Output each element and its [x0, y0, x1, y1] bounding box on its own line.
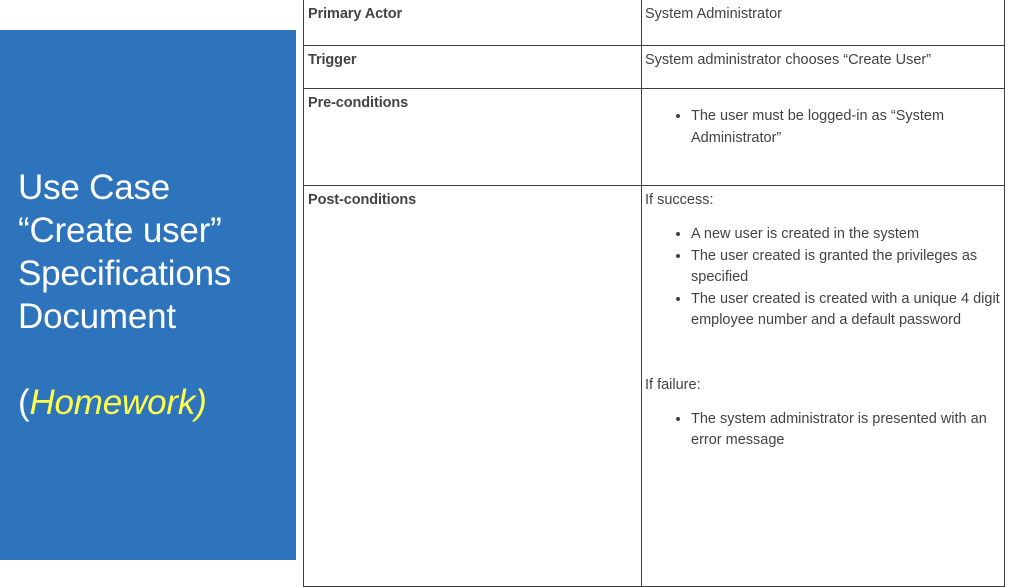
success-conditions-list: A new user is created in the system The …: [645, 224, 1002, 332]
row-label-pre-conditions: Pre-conditions: [303, 88, 642, 186]
pre-conditions-list: The user must be logged-in as “System Ad…: [645, 106, 1002, 149]
row-label-primary-actor: Primary Actor: [303, 0, 642, 46]
row-value-primary-actor: System Administrator: [641, 0, 1005, 46]
list-item: A new user is created in the system: [691, 224, 1002, 246]
table-row: Trigger System administrator chooses “Cr…: [303, 45, 1005, 89]
value-text: System administrator chooses “Create Use…: [645, 52, 932, 68]
row-label-post-conditions: Post-conditions: [303, 185, 642, 587]
title-spacer: [18, 338, 278, 381]
table-row: Pre-conditions The user must be logged-i…: [303, 88, 1005, 186]
title-line-1: Use Case: [18, 168, 171, 207]
row-value-trigger: System administrator chooses “Create Use…: [641, 45, 1005, 89]
value-text: System Administrator: [645, 6, 782, 22]
row-value-pre-conditions: The user must be logged-in as “System Ad…: [641, 88, 1005, 186]
list-item: The system administrator is presented wi…: [691, 409, 1002, 452]
use-case-spec-table: Primary Actor System Administrator Trigg…: [303, 0, 1005, 587]
homework-label: Homework): [29, 383, 207, 422]
list-item: The user must be logged-in as “System Ad…: [691, 106, 1002, 149]
title-line-3: Specifications: [18, 254, 232, 293]
list-item: The user created is granted the privileg…: [691, 246, 1002, 289]
list-item: The user created is created with a uniqu…: [691, 289, 1002, 332]
table-row: Post-conditions If success: A new user i…: [303, 185, 1005, 587]
homework-open-paren: (: [18, 383, 30, 422]
homework-note: (Homework): [18, 381, 278, 424]
row-label-trigger: Trigger: [303, 45, 642, 89]
title-line-2: “Create user”: [18, 211, 222, 250]
page-title: Use Case “Create user” Specifications Do…: [18, 166, 278, 424]
title-line-4: Document: [18, 297, 176, 336]
row-value-post-conditions: If success: A new user is created in the…: [641, 185, 1005, 587]
failure-heading: If failure:: [645, 376, 701, 393]
table-row: Primary Actor System Administrator: [303, 0, 1005, 46]
success-heading: If success:: [645, 192, 714, 208]
section-gap: [645, 332, 1002, 376]
title-panel: Use Case “Create user” Specifications Do…: [0, 30, 296, 560]
failure-conditions-list: The system administrator is presented wi…: [645, 409, 1002, 452]
